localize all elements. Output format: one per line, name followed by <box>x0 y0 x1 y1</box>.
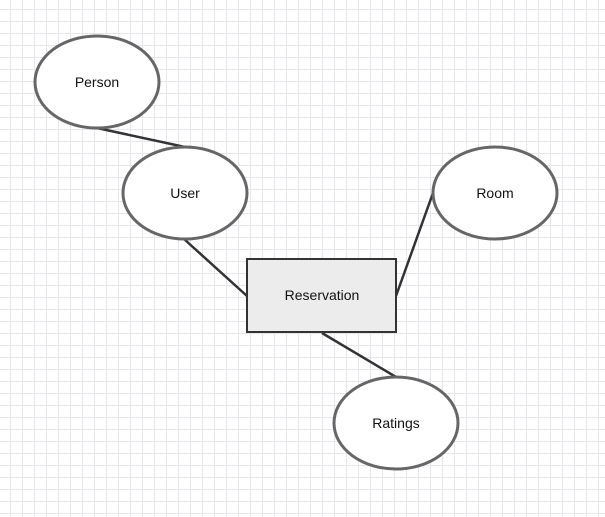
node-reservation[interactable]: Reservation <box>246 258 397 333</box>
ratings-ellipse <box>332 375 460 471</box>
person-ellipse <box>33 34 161 130</box>
edge-user-reservation <box>183 238 248 297</box>
node-user[interactable]: User <box>121 145 249 241</box>
room-ellipse <box>431 145 559 241</box>
node-ratings[interactable]: Ratings <box>332 375 460 471</box>
ratings-label: Ratings <box>372 415 419 431</box>
node-room[interactable]: Room <box>431 145 559 241</box>
room-label: Room <box>476 185 513 201</box>
edge-room-reservation <box>394 192 435 297</box>
edge-person-user <box>96 126 186 149</box>
reservation-rect <box>246 258 397 333</box>
user-label: User <box>170 185 200 201</box>
person-label: Person <box>75 74 119 90</box>
node-person[interactable]: Person <box>33 34 161 130</box>
edge-reservation-ratings <box>321 331 397 379</box>
reservation-label: Reservation <box>285 287 360 303</box>
user-ellipse <box>121 145 249 241</box>
